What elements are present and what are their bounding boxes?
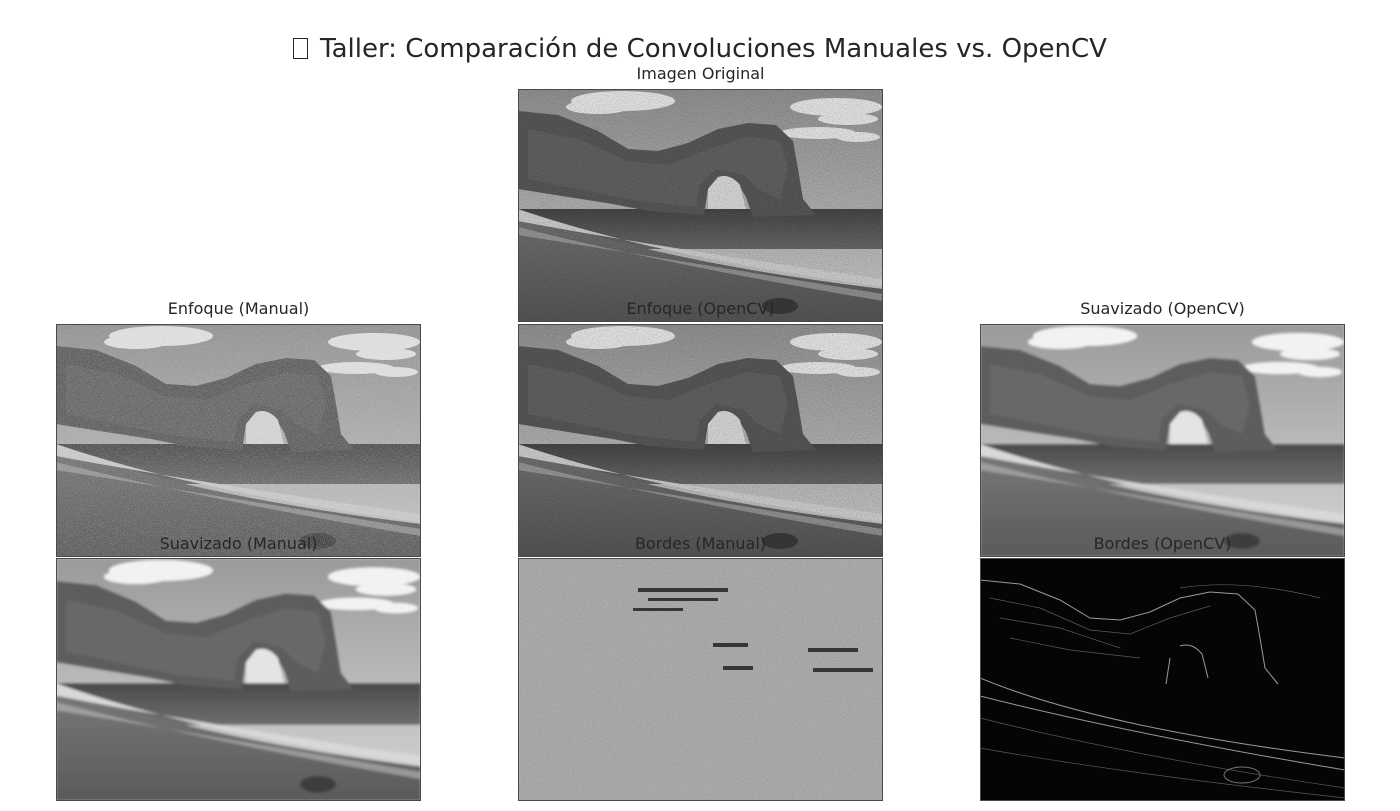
- panel-title-enfoque-opencv: Enfoque (OpenCV): [626, 299, 775, 318]
- image-enfoque-manual: [56, 324, 421, 557]
- panel-title-original: Imagen Original: [636, 64, 765, 83]
- panel-title-bordes-manual: Bordes (Manual): [634, 534, 767, 553]
- panel-title-suavizado-manual: Suavizado (Manual): [159, 534, 318, 553]
- figure-title: Taller: Comparación de Convoluciones Man…: [0, 34, 1400, 64]
- missing-glyph-icon: [293, 38, 308, 59]
- panel-title-bordes-opencv: Bordes (OpenCV): [1093, 534, 1232, 553]
- figure-title-text: Taller: Comparación de Convoluciones Man…: [320, 34, 1107, 64]
- image-bordes-manual: [518, 558, 883, 801]
- image-suavizado-opencv: [980, 324, 1345, 557]
- image-bordes-opencv: [980, 558, 1345, 801]
- image-enfoque-opencv: [518, 324, 883, 557]
- panel-title-enfoque-manual: Enfoque (Manual): [167, 299, 310, 318]
- image-original: [518, 89, 883, 322]
- panel-title-suavizado-opencv: Suavizado (OpenCV): [1080, 299, 1245, 318]
- image-suavizado-manual: [56, 558, 421, 801]
